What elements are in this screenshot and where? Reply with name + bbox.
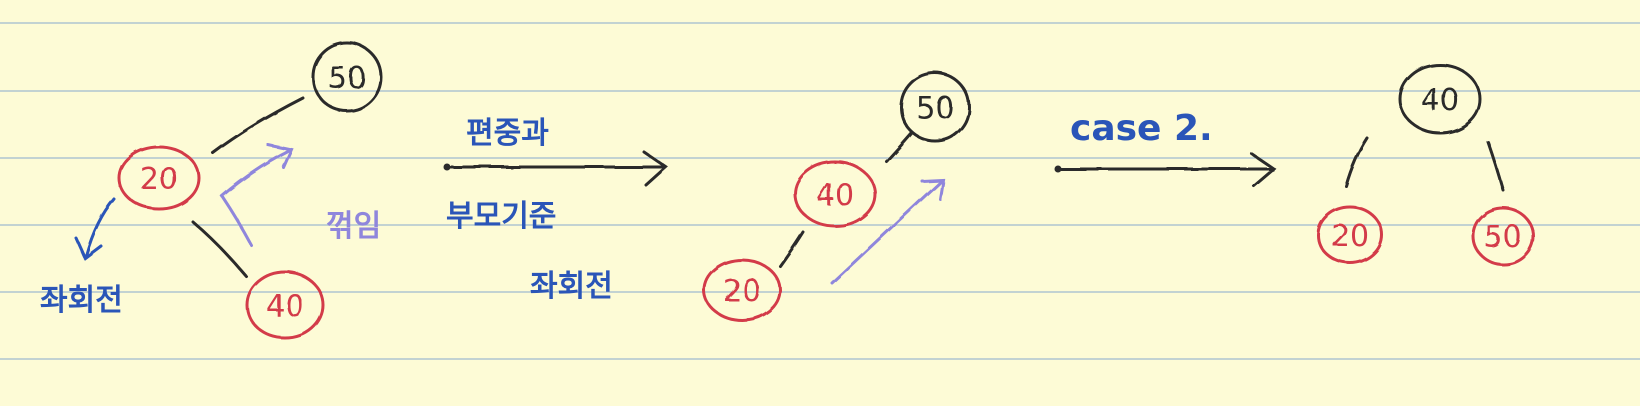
node-50-circle [1471,206,1535,266]
label-step1-top: 편중과 [466,116,549,151]
tree-before: 50 20 40 [117,41,383,340]
label-step1-mid: 부모기준 [446,199,556,234]
tree-after: 40 20 50 [1316,63,1535,266]
edge-40-20 [778,230,805,268]
node-50-label: 50 [916,91,954,126]
node-40-circle [245,270,325,340]
node-40-label: 40 [816,178,854,213]
step1-arrow [445,150,669,187]
node-20-circle [1316,205,1384,265]
node-40-label: 40 [1421,83,1459,118]
node-20-label: 20 [140,162,178,197]
edge-40-50 [1486,140,1505,192]
step2-arrow-tail-dot [1054,165,1062,173]
node-20-circle [702,258,782,322]
label-step2: case 2. [1070,108,1213,149]
node-50-label: 50 [1484,220,1522,255]
node-40-circle [1398,63,1482,135]
node-50-circle [899,71,971,143]
straight-up-arrow [830,178,945,285]
label-left-rotation: 좌회전 [40,283,123,318]
edge-40-20 [1344,136,1369,188]
node-40-label: 40 [266,289,304,324]
node-50-circle [311,41,383,113]
label-zigzag: 꺾임 [326,209,381,244]
node-40-circle [793,160,877,228]
node-50-label: 50 [328,61,366,96]
node-20-label: 20 [723,274,761,309]
tree-middle: 50 40 20 [702,71,971,322]
node-20-circle [117,145,201,211]
left-rotation-arrow [74,197,116,261]
edge-50-20 [211,96,305,155]
label-step1-bottom: 좌회전 [530,269,613,304]
edge-20-40 [191,220,248,278]
zigzag-arrow [220,143,295,248]
edge-50-40 [885,132,914,164]
node-20-label: 20 [1331,219,1369,254]
step1-arrow-tail-dot [443,163,451,171]
step2-arrow [1056,152,1277,188]
